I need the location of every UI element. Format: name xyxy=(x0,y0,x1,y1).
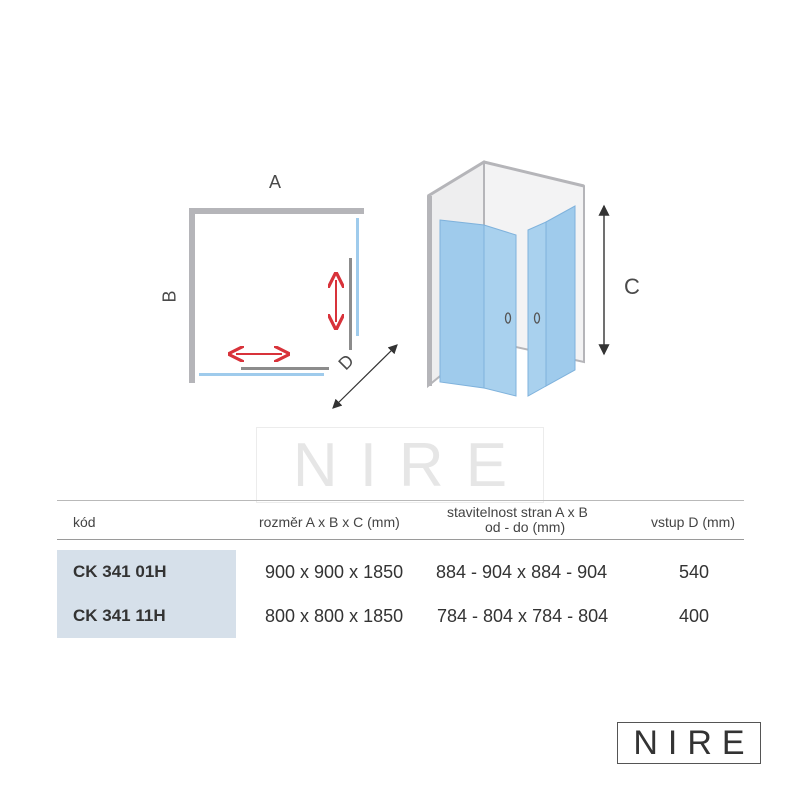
label-b: B xyxy=(159,290,180,303)
diagram-svg xyxy=(189,160,610,409)
row-entry: 540 xyxy=(679,562,710,582)
row-adjust: 884 - 904 x 884 - 904 xyxy=(436,562,608,582)
header-size: rozměr A x B x C (mm) xyxy=(259,514,400,530)
header-adjust-line1: stavitelnost stran A x B xyxy=(447,504,588,520)
plan-glass-right-fixed xyxy=(356,218,359,336)
plan-glass-bottom-door xyxy=(241,367,329,370)
table-header: kód rozměr A x B x C (mm) stavitelnost s… xyxy=(57,501,744,540)
label-c: C xyxy=(624,274,640,299)
plan-glass-bottom-fixed xyxy=(199,373,324,376)
row-size: 800 x 800 x 1850 xyxy=(265,606,404,626)
header-code: kód xyxy=(73,514,96,530)
header-entry: vstup D (mm) xyxy=(651,514,735,530)
row-size: 900 x 900 x 1850 xyxy=(265,562,404,582)
front-glass-fixed xyxy=(439,219,485,389)
d-dimension-arrow xyxy=(332,344,398,409)
left-corner-post xyxy=(427,196,432,386)
plan-view xyxy=(189,208,398,409)
side-door-handle xyxy=(533,312,541,324)
brand-logo: NIRE xyxy=(617,722,761,764)
plan-wall-left xyxy=(189,208,195,383)
label-a: A xyxy=(269,172,282,192)
top-edge xyxy=(427,160,585,198)
perspective-view xyxy=(427,160,610,397)
side-glass-door xyxy=(527,221,547,397)
watermark-logo: NIRE xyxy=(256,427,544,503)
spec-table: kód rozměr A x B x C (mm) stavitelnost s… xyxy=(57,500,744,638)
table-row: CK 341 11H 800 x 800 x 1850 784 - 804 x … xyxy=(57,594,744,638)
plan-glass-right-door xyxy=(349,258,352,350)
front-door-handle xyxy=(504,312,512,324)
row-code: CK 341 01H xyxy=(57,550,236,594)
header-adjust-line2: od - do (mm) xyxy=(485,519,566,535)
side-glass-fixed xyxy=(545,205,576,387)
row-adjust: 784 - 804 x 784 - 804 xyxy=(437,606,609,626)
front-glass-door xyxy=(483,224,517,397)
table-row: CK 341 01H 900 x 900 x 1850 884 - 904 x … xyxy=(57,550,744,594)
shower-diagram: A B C D xyxy=(159,160,640,409)
row-entry: 400 xyxy=(679,606,710,626)
plan-wall-top xyxy=(189,208,364,214)
row-code: CK 341 11H xyxy=(57,594,236,638)
